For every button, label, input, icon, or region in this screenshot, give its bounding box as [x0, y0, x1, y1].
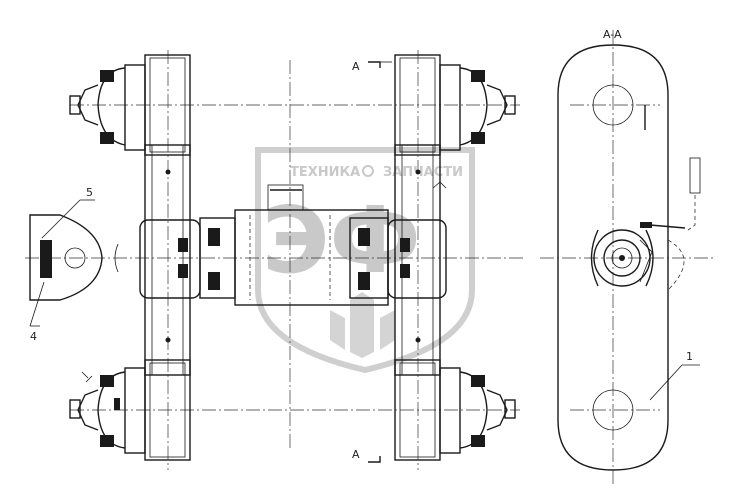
central-cross-beam	[199, 184, 389, 306]
detail-view-left: 5 4	[29, 186, 119, 343]
section-mark-top: A	[352, 60, 360, 73]
watermark-logo: ЭФ	[262, 187, 421, 294]
callout-4: 4	[30, 330, 37, 343]
gear-icon	[362, 165, 374, 177]
section-title: A-A	[603, 28, 622, 41]
section-cut-marks: A A	[352, 60, 392, 463]
watermark-text-right: ЗАПЧАСТИ	[383, 165, 463, 180]
callout-5: 5	[86, 186, 93, 199]
section-mark-bottom: A	[352, 448, 360, 461]
watermark-text-left: ТЕХНИКА	[290, 165, 360, 180]
callout-1: 1	[686, 350, 693, 363]
wheat-emblem-icon	[330, 292, 395, 358]
right-side-frame	[387, 54, 516, 461]
section-a-a-view: A-A 1	[540, 28, 715, 485]
left-side-frame	[69, 54, 201, 461]
